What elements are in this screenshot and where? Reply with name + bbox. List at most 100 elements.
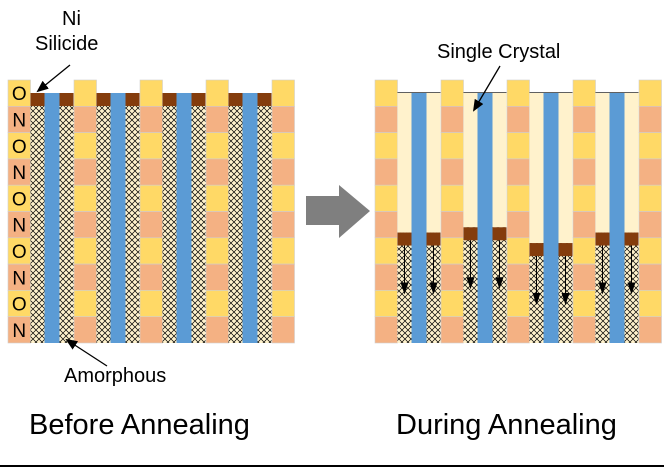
amorphous-si bbox=[30, 93, 45, 343]
arrowhead-icon bbox=[561, 293, 570, 306]
single-crystal-si bbox=[529, 93, 544, 244]
oxide-layer bbox=[638, 132, 662, 160]
layer-letter: N bbox=[12, 321, 26, 342]
silicide-label: Silicide bbox=[35, 33, 99, 55]
oxide-layer bbox=[506, 290, 530, 317]
ni-silicide bbox=[59, 93, 74, 106]
oxide-layer bbox=[374, 290, 398, 317]
oxide-layer bbox=[572, 237, 596, 265]
oxide-layer bbox=[271, 290, 295, 317]
amorphous-pointer-arrow bbox=[65, 338, 108, 367]
oxide-layer bbox=[506, 184, 530, 212]
oxide-layer bbox=[638, 290, 662, 317]
nitride-layer bbox=[271, 263, 295, 291]
arrowhead-icon bbox=[429, 282, 438, 295]
nitride-layer bbox=[638, 106, 662, 133]
oxide-layer bbox=[73, 79, 97, 107]
nitride-layer bbox=[440, 106, 464, 133]
oxide-layer bbox=[139, 79, 163, 107]
nitride-layer bbox=[440, 263, 464, 291]
single-crystal-pointer-arrow bbox=[472, 65, 501, 112]
oxide-layer bbox=[572, 132, 596, 160]
ni-silicide bbox=[463, 227, 478, 241]
ni-silicide bbox=[191, 93, 206, 106]
amorphous-si bbox=[96, 93, 111, 343]
arrowhead-icon bbox=[466, 277, 475, 290]
amorphous-si bbox=[228, 93, 243, 343]
nitride-layer bbox=[638, 263, 662, 291]
oxide-layer bbox=[139, 184, 163, 212]
oxide-layer bbox=[506, 132, 530, 160]
single-crystal-si bbox=[397, 93, 412, 233]
amorphous-si bbox=[191, 93, 206, 343]
oxide-layer bbox=[139, 237, 163, 265]
oxide-layer bbox=[374, 237, 398, 265]
arrowhead-icon bbox=[400, 282, 409, 295]
ni-silicide bbox=[397, 232, 412, 246]
nitride-layer bbox=[73, 158, 97, 186]
callout-arrows bbox=[36, 64, 501, 367]
single-crystal-si bbox=[463, 93, 478, 228]
oxide-layer bbox=[271, 237, 295, 265]
oxide-layer bbox=[638, 79, 662, 107]
nitride-layer bbox=[638, 316, 662, 344]
nitride-layer bbox=[440, 158, 464, 186]
single-crystal-si bbox=[595, 93, 610, 233]
ni-silicide bbox=[125, 93, 140, 106]
nitride-layer bbox=[139, 158, 163, 186]
nitride-layer bbox=[205, 211, 229, 239]
ni-silicide bbox=[558, 243, 573, 257]
nitride-layer bbox=[73, 316, 97, 344]
nitride-layer bbox=[374, 263, 398, 291]
before-annealing-caption: Before Annealing bbox=[29, 409, 250, 441]
nitride-layer bbox=[139, 316, 163, 344]
oxide-layer bbox=[572, 79, 596, 107]
oxide-layer bbox=[73, 132, 97, 160]
oxide-layer bbox=[440, 290, 464, 317]
nitride-layer bbox=[374, 106, 398, 133]
arrowhead-icon bbox=[627, 282, 636, 295]
channel bbox=[44, 93, 60, 343]
oxide-layer bbox=[440, 79, 464, 107]
oxide-layer bbox=[440, 184, 464, 212]
ni-silicide bbox=[30, 93, 45, 106]
nitride-layer bbox=[506, 263, 530, 291]
single-crystal-label: Single Crystal bbox=[437, 41, 561, 63]
oxide-layer bbox=[506, 79, 530, 107]
ni-silicide bbox=[257, 93, 272, 106]
oxide-layer bbox=[374, 79, 398, 107]
nitride-layer bbox=[572, 106, 596, 133]
bottom-rule bbox=[0, 465, 664, 467]
oxide-layer bbox=[73, 290, 97, 317]
oxide-layer bbox=[205, 290, 229, 317]
layer-letter: N bbox=[12, 268, 26, 289]
oxide-layer bbox=[205, 237, 229, 265]
single-crystal-si bbox=[558, 93, 573, 244]
nitride-layer bbox=[374, 316, 398, 344]
oxide-layer bbox=[374, 184, 398, 212]
nitride-layer bbox=[139, 106, 163, 133]
ni-silicide bbox=[492, 227, 507, 241]
arrowhead-icon bbox=[495, 277, 504, 290]
nitride-layer bbox=[205, 263, 229, 291]
oxide-layer bbox=[205, 184, 229, 212]
oxide-layer bbox=[572, 290, 596, 317]
nitride-layer bbox=[271, 211, 295, 239]
nitride-layer bbox=[506, 106, 530, 133]
nitride-layer bbox=[73, 106, 97, 133]
ni-silicide bbox=[228, 93, 243, 106]
oxide-layer bbox=[638, 184, 662, 212]
nitride-layer bbox=[374, 211, 398, 239]
arrowhead-icon bbox=[532, 293, 541, 306]
layer-letter: O bbox=[12, 242, 27, 263]
nitride-layer bbox=[271, 106, 295, 133]
nitride-layer bbox=[506, 158, 530, 186]
nitride-layer bbox=[374, 158, 398, 186]
nitride-layer bbox=[271, 158, 295, 186]
nitride-layer bbox=[205, 316, 229, 344]
silicide-pointer-arrow bbox=[36, 64, 71, 93]
oxide-layer bbox=[271, 79, 295, 107]
nitride-layer bbox=[572, 158, 596, 186]
nitride-layer bbox=[139, 263, 163, 291]
